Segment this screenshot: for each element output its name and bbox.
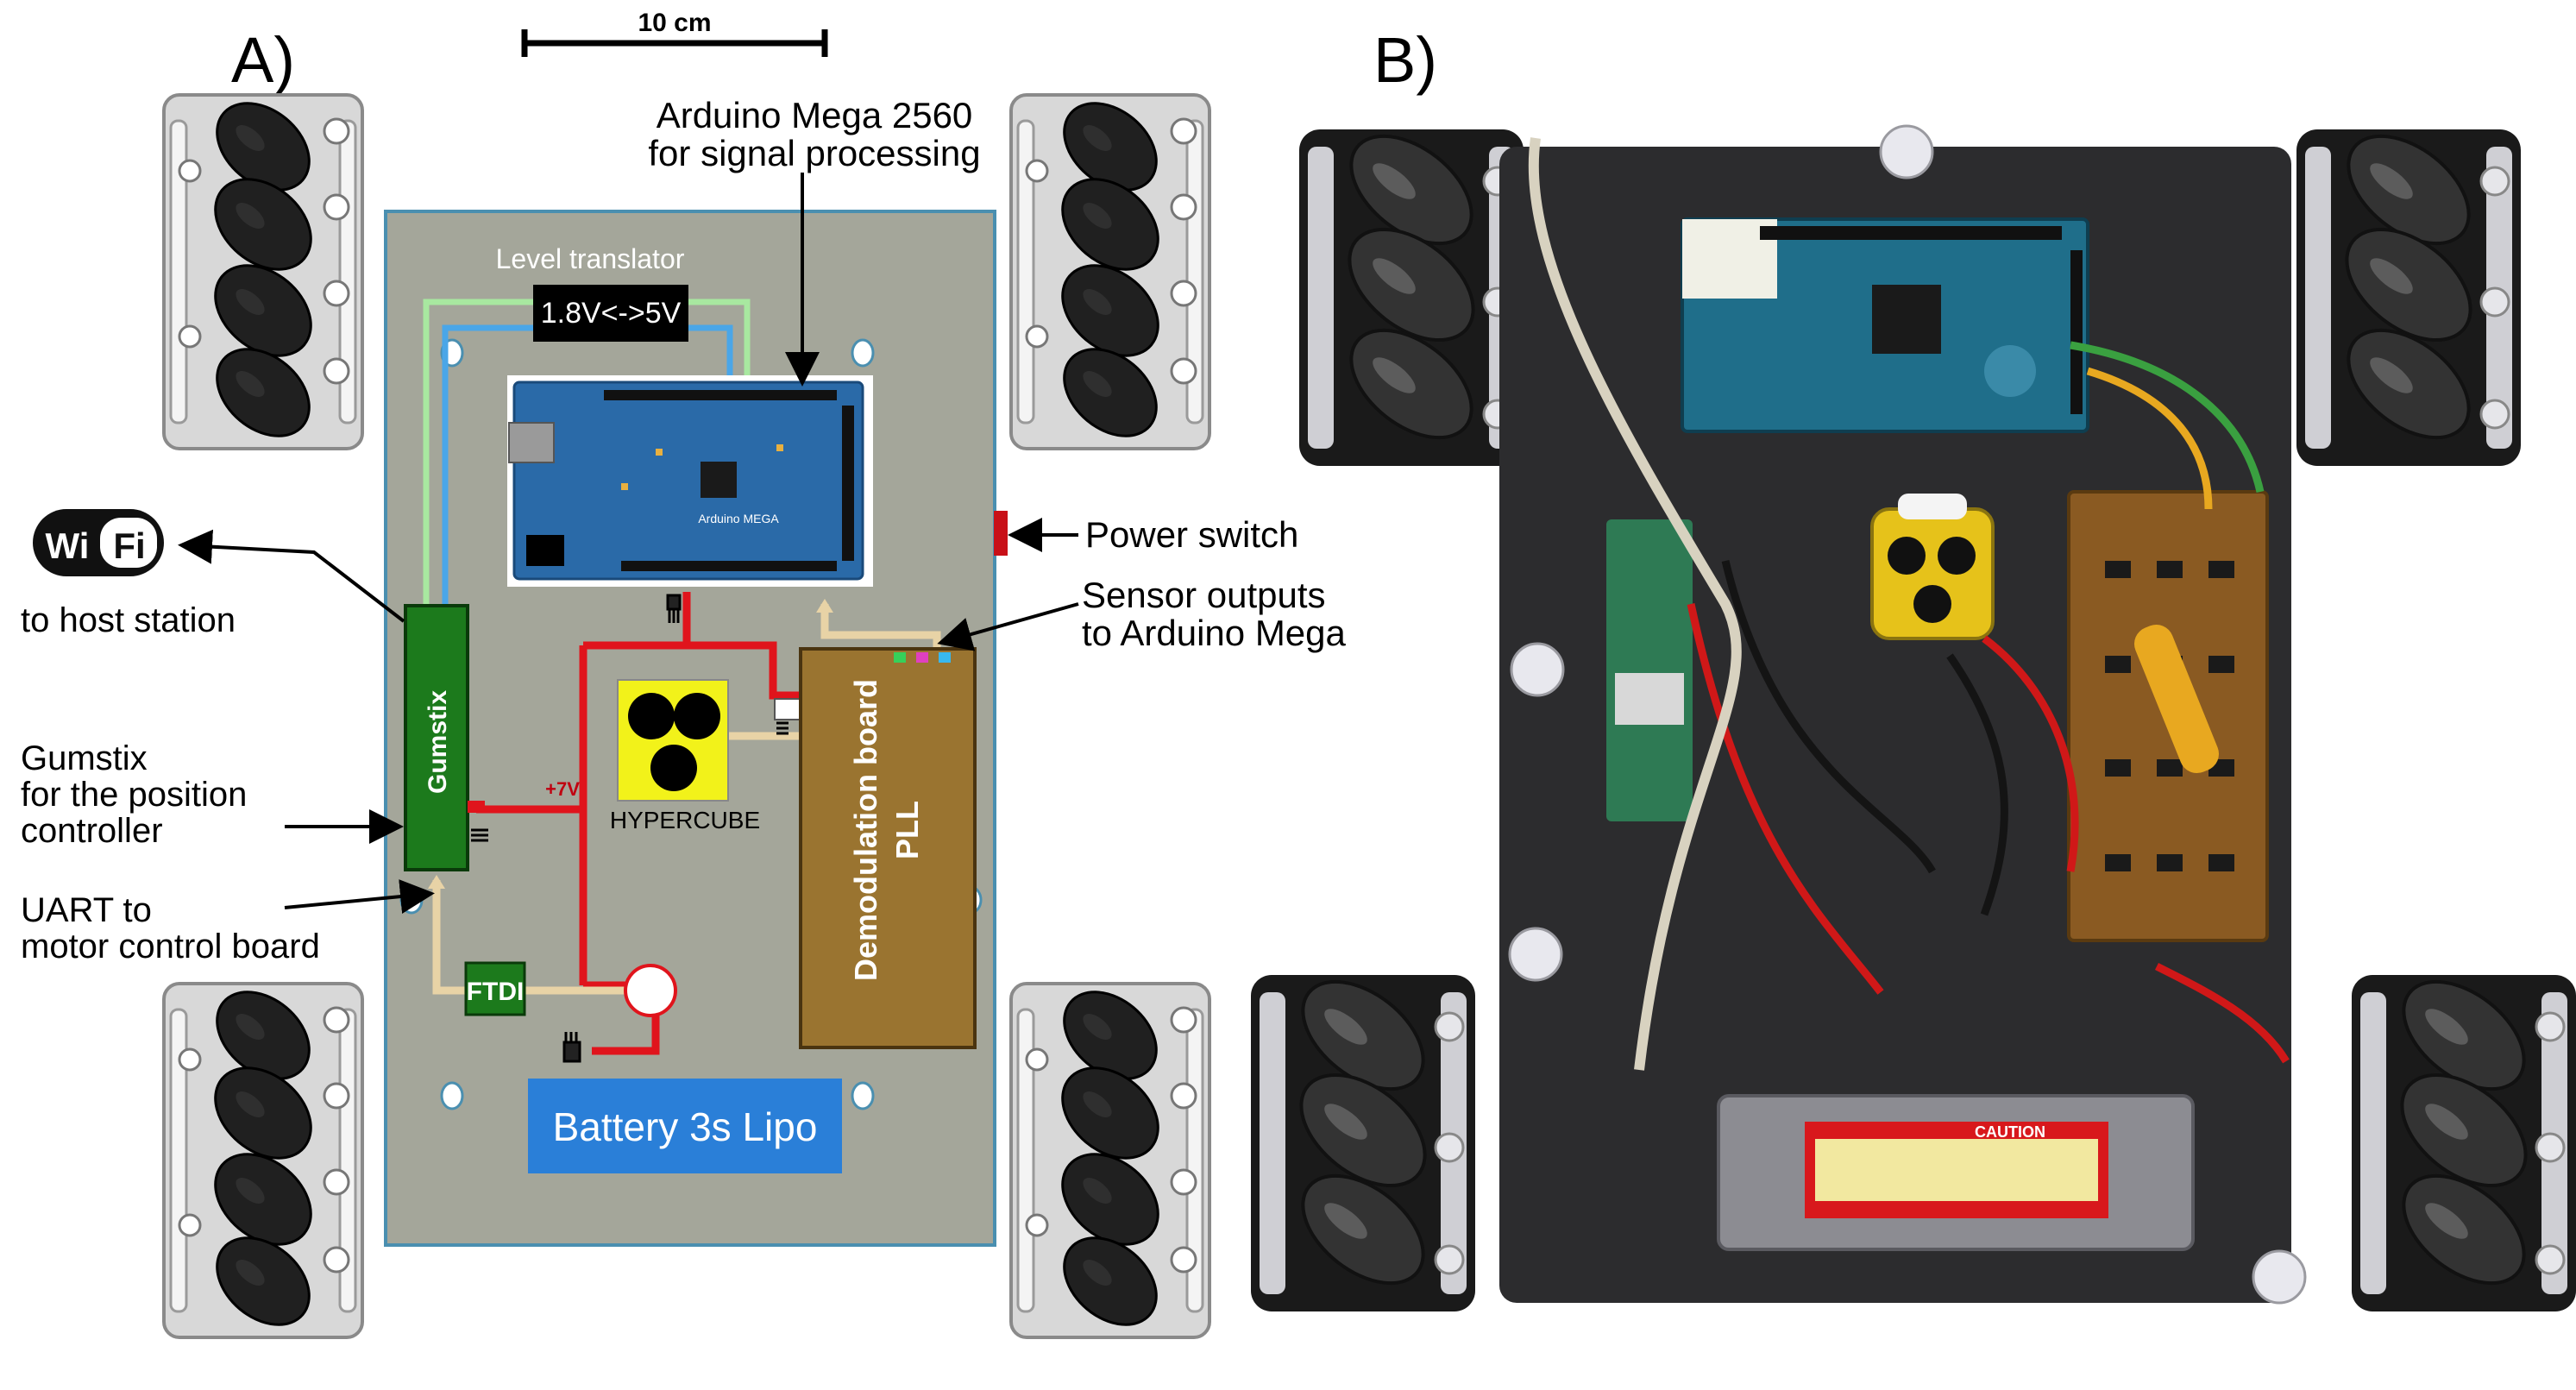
photo-battery-caution: CAUTION	[1975, 1123, 2045, 1141]
wifi-logo: Wi Fi	[33, 509, 164, 576]
voltage-label: +7V	[545, 778, 580, 800]
photo-wiring	[1528, 137, 2290, 1071]
hypercube-label: HYPERCUBE	[610, 807, 760, 833]
battery-connector	[562, 1032, 581, 1063]
arduino-board-text: Arduino MEGA	[698, 512, 779, 525]
demodulation-board-label: Demodulation board	[848, 679, 883, 981]
wifi-logo-right: Fi	[113, 525, 145, 566]
power-switch	[994, 511, 1008, 556]
demodulation-board	[799, 647, 977, 1049]
power-junction	[624, 964, 677, 1017]
gumstix-annotation-line3: controller	[21, 812, 163, 850]
photo-front-left-wheel	[1297, 112, 1525, 469]
photo-hypercube	[1870, 494, 1995, 640]
arduino-annotation-line1: Arduino Mega 2560	[657, 95, 973, 135]
hypercube-sensor	[617, 679, 810, 802]
photo-rear-left-wheel	[1249, 958, 1477, 1313]
panel-a-label: A)	[231, 24, 295, 96]
uart-annotation-line2: motor control board	[21, 928, 320, 965]
battery	[528, 1079, 842, 1173]
rear-right-wheel	[1009, 972, 1211, 1344]
gumstix-annotation-line1: Gumstix	[21, 739, 148, 777]
front-left-wheel	[162, 84, 364, 456]
wifi-caption: to host station	[21, 601, 236, 639]
wifi-logo-left: Wi	[46, 525, 90, 566]
pll-label: PLL	[889, 801, 925, 859]
uart-annotation-line1: UART to	[21, 891, 152, 929]
photo-rear-right-wheel	[2350, 958, 2576, 1313]
photo-markers	[1508, 124, 2307, 1305]
ftdi-label: FTDI	[467, 978, 525, 1006]
arduino-mega-board: Arduino MEGA	[507, 375, 873, 587]
battery-label: Battery 3s Lipo	[553, 1104, 818, 1149]
rear-left-wheel	[162, 972, 364, 1344]
sensor-annotation-line2: to Arduino Mega	[1082, 613, 1347, 653]
power-switch-annotation: Power switch	[1085, 514, 1298, 555]
power-wiring	[476, 592, 816, 1055]
photo-battery: CAUTION	[1717, 1094, 2195, 1251]
level-translator-wires	[423, 299, 751, 613]
panel-b: B)	[1249, 24, 2576, 1313]
panel-a: A) 10 cm Level translator	[21, 9, 1347, 1344]
demodulation-board-pins	[894, 652, 951, 663]
gumstix-power-pin	[468, 801, 485, 813]
panel-b-label: B)	[1373, 24, 1437, 96]
scale-bar: 10 cm	[521, 9, 828, 57]
photo-demod-board	[2067, 490, 2269, 942]
photo-arduino	[1681, 217, 2089, 433]
gumstix-module	[404, 604, 469, 871]
photo-teensy-chip	[1615, 673, 1684, 725]
front-right-wheel	[1009, 84, 1211, 456]
gumstix-annotation-line2: for the position	[21, 776, 247, 814]
scale-bar-label: 10 cm	[638, 9, 711, 37]
level-translator-title: Level translator	[496, 243, 685, 274]
gumstix-connector	[471, 828, 488, 842]
level-translator-value: 1.8V<->5V	[541, 297, 682, 330]
photo-front-right-wheel	[2295, 112, 2523, 469]
ftdi-module	[464, 961, 526, 1016]
level-translator-chip	[533, 285, 688, 342]
photo-teensy	[1606, 519, 1693, 821]
photo-chassis-plate	[1499, 147, 2291, 1303]
gumstix-label: Gumstix	[424, 690, 452, 794]
sensor-annotation-line1: Sensor outputs	[1082, 575, 1326, 615]
arduino-power-connector	[666, 594, 682, 623]
leader-arrows	[178, 173, 1079, 914]
arduino-annotation-line2: for signal processing	[648, 133, 980, 173]
